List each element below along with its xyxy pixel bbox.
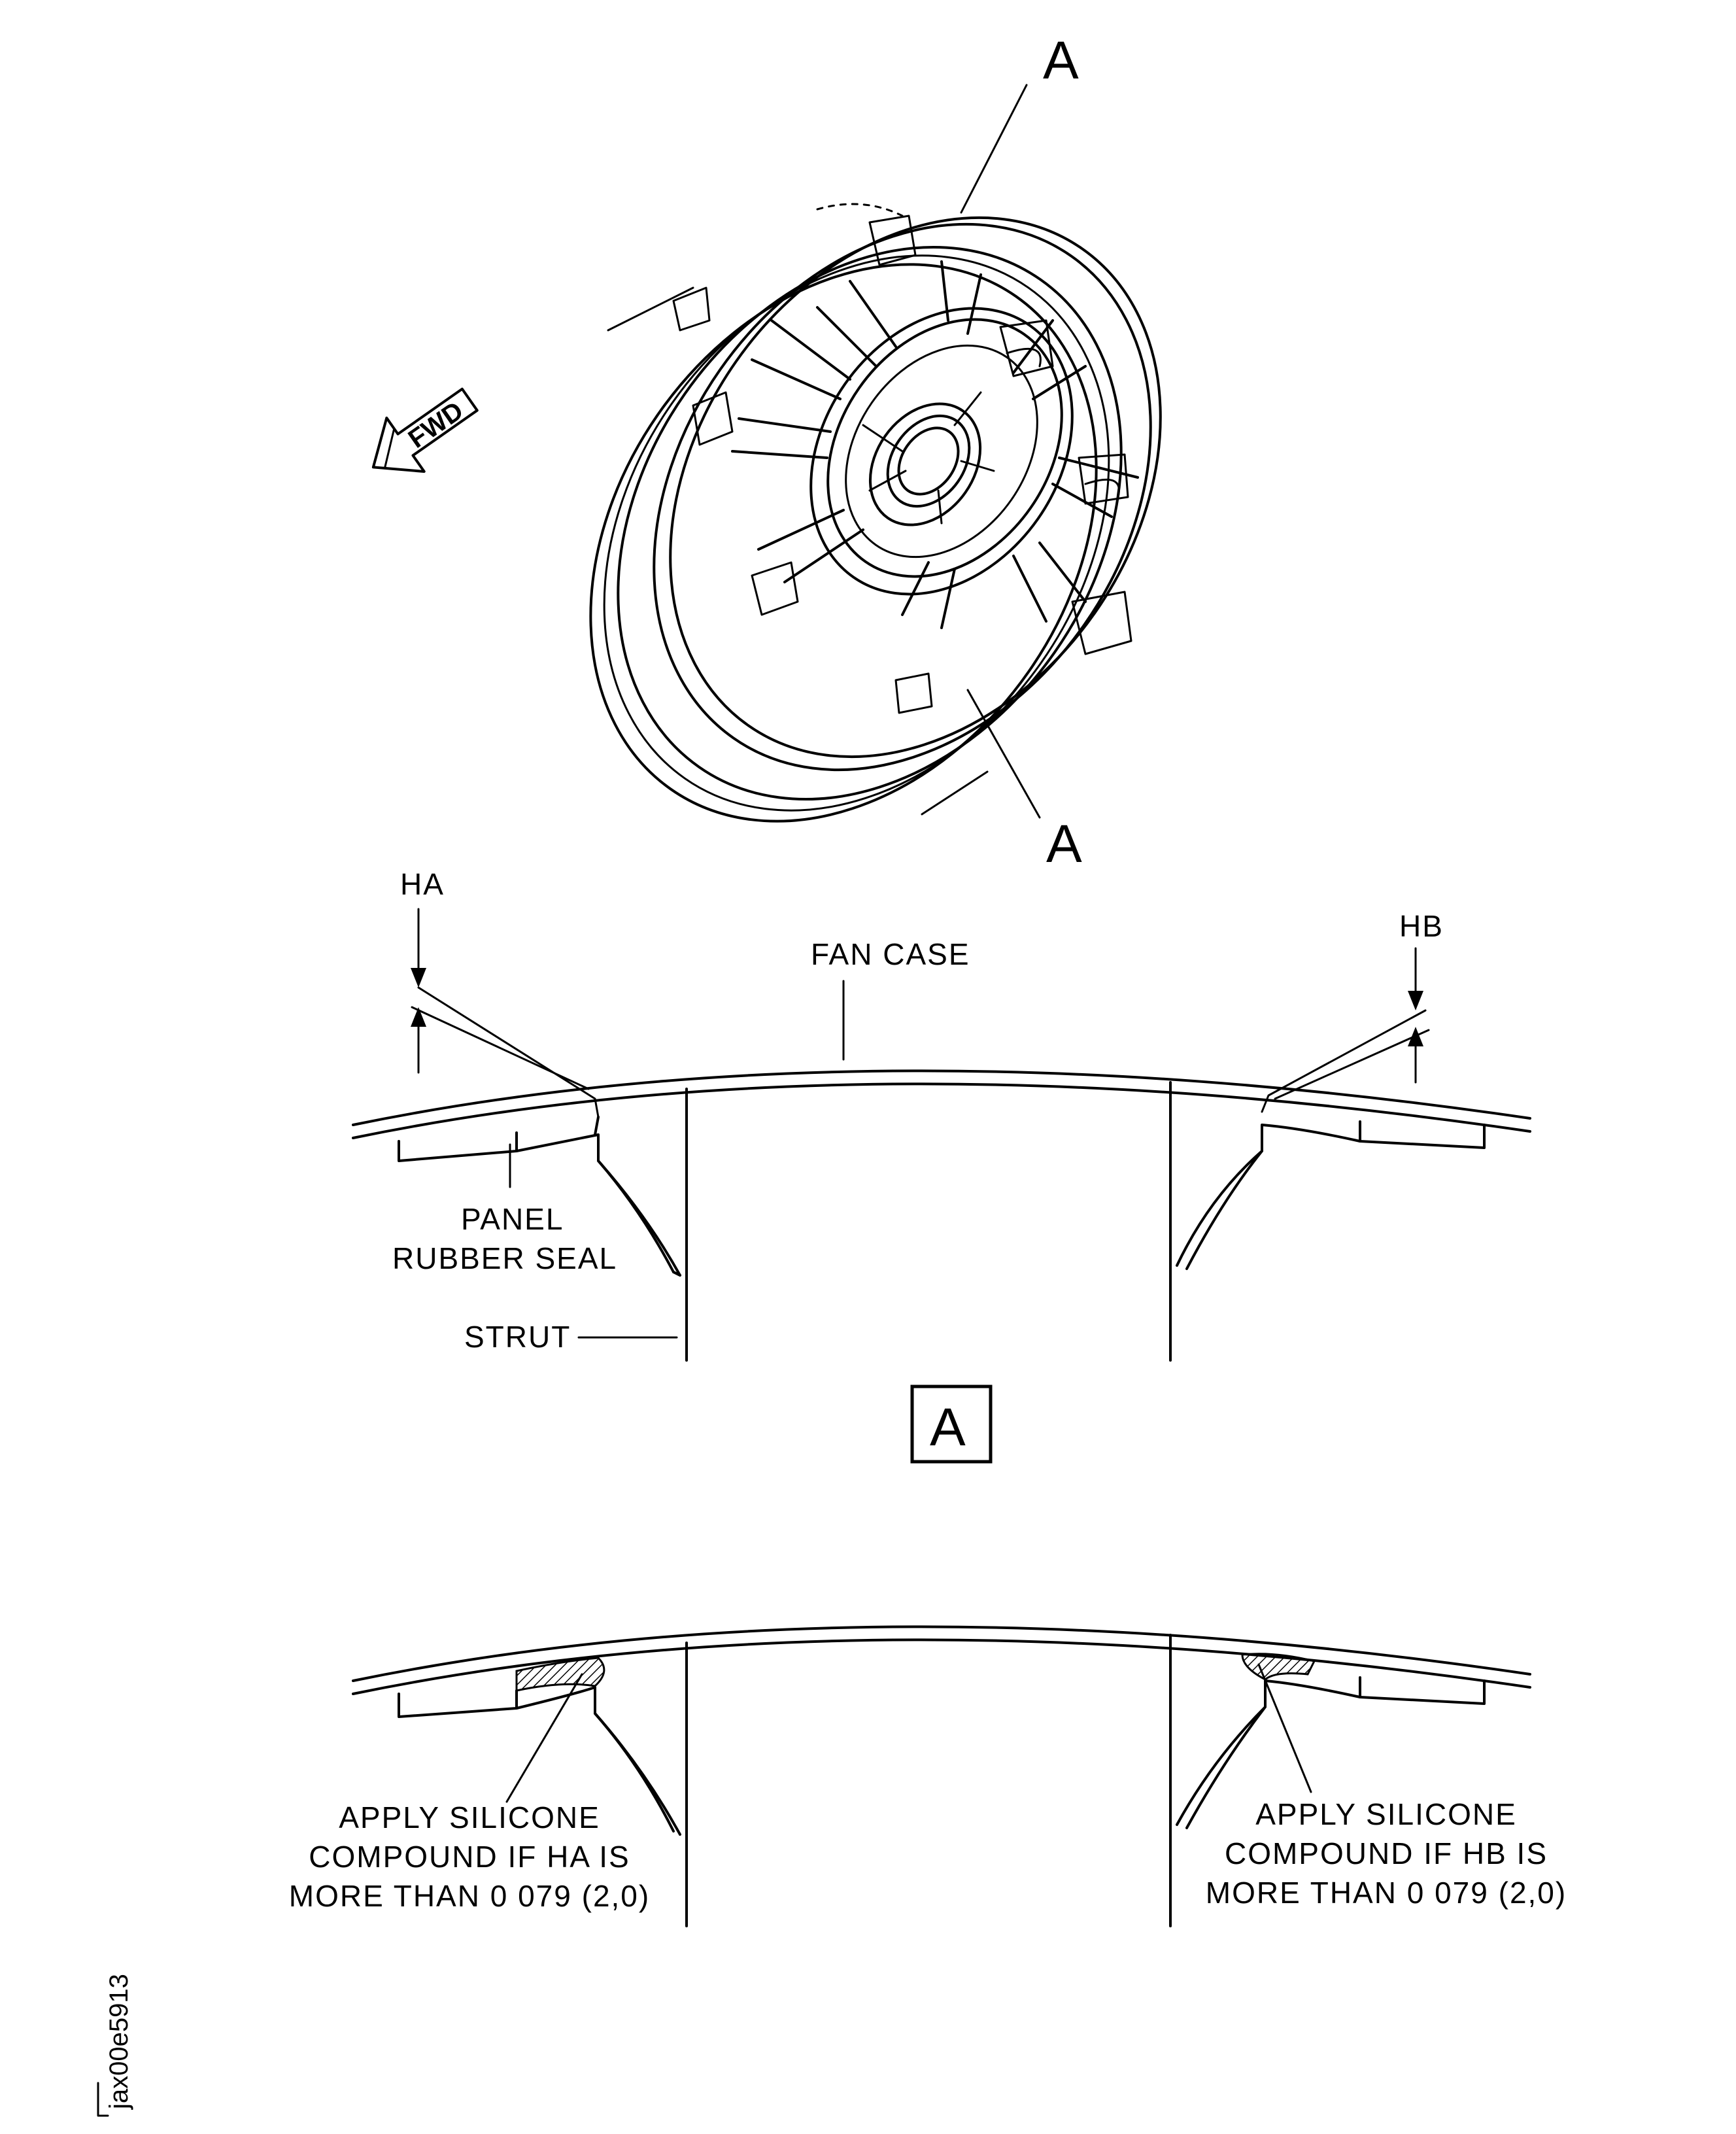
- note-left-line2: COMPOUND IF HA IS: [309, 1840, 630, 1874]
- label-panel: PANEL: [461, 1202, 564, 1236]
- view-a-box: A: [910, 1385, 993, 1464]
- view-a-label: A: [930, 1398, 966, 1457]
- label-rubber-seal: RUBBER SEAL: [392, 1241, 617, 1275]
- note-right-line1: APPLY SILICONE: [1255, 1797, 1517, 1831]
- detail-b: APPLY SILICONE COMPOUND IF HA IS MORE TH…: [289, 1625, 1567, 1927]
- fwd-label: FWD: [403, 396, 469, 454]
- note-left-line1: APPLY SILICONE: [339, 1800, 600, 1834]
- fan-frame-assembly: [589, 203, 1162, 823]
- view-marker-bottom: A: [1046, 814, 1082, 874]
- note-right-line2: COMPOUND IF HB IS: [1225, 1836, 1548, 1870]
- view-marker-top: A: [1043, 31, 1079, 90]
- figure-id-text: jax00e5913: [105, 1974, 133, 2110]
- silicone-bead-left: [515, 1657, 605, 1692]
- label-hb: HB: [1399, 909, 1444, 943]
- detail-a: HA HB FAN CASE PANEL RUBBER SEAL STRUT: [352, 867, 1531, 1362]
- label-fan-case: FAN CASE: [811, 937, 970, 971]
- silicone-bead-right: [1241, 1653, 1316, 1681]
- figure-id: jax00e5913: [97, 1974, 133, 2117]
- leader-line-top: [960, 84, 1028, 214]
- fwd-arrow-icon: FWD: [371, 387, 479, 473]
- note-right-line3: MORE THAN 0 079 (2,0): [1206, 1876, 1567, 1910]
- note-left-line3: MORE THAN 0 079 (2,0): [289, 1879, 650, 1913]
- fan-struts: [731, 260, 1139, 629]
- label-strut: STRUT: [464, 1320, 571, 1354]
- label-ha: HA: [400, 867, 445, 901]
- leader-line-bottom: [966, 689, 1041, 819]
- mount-brackets: [672, 215, 1132, 714]
